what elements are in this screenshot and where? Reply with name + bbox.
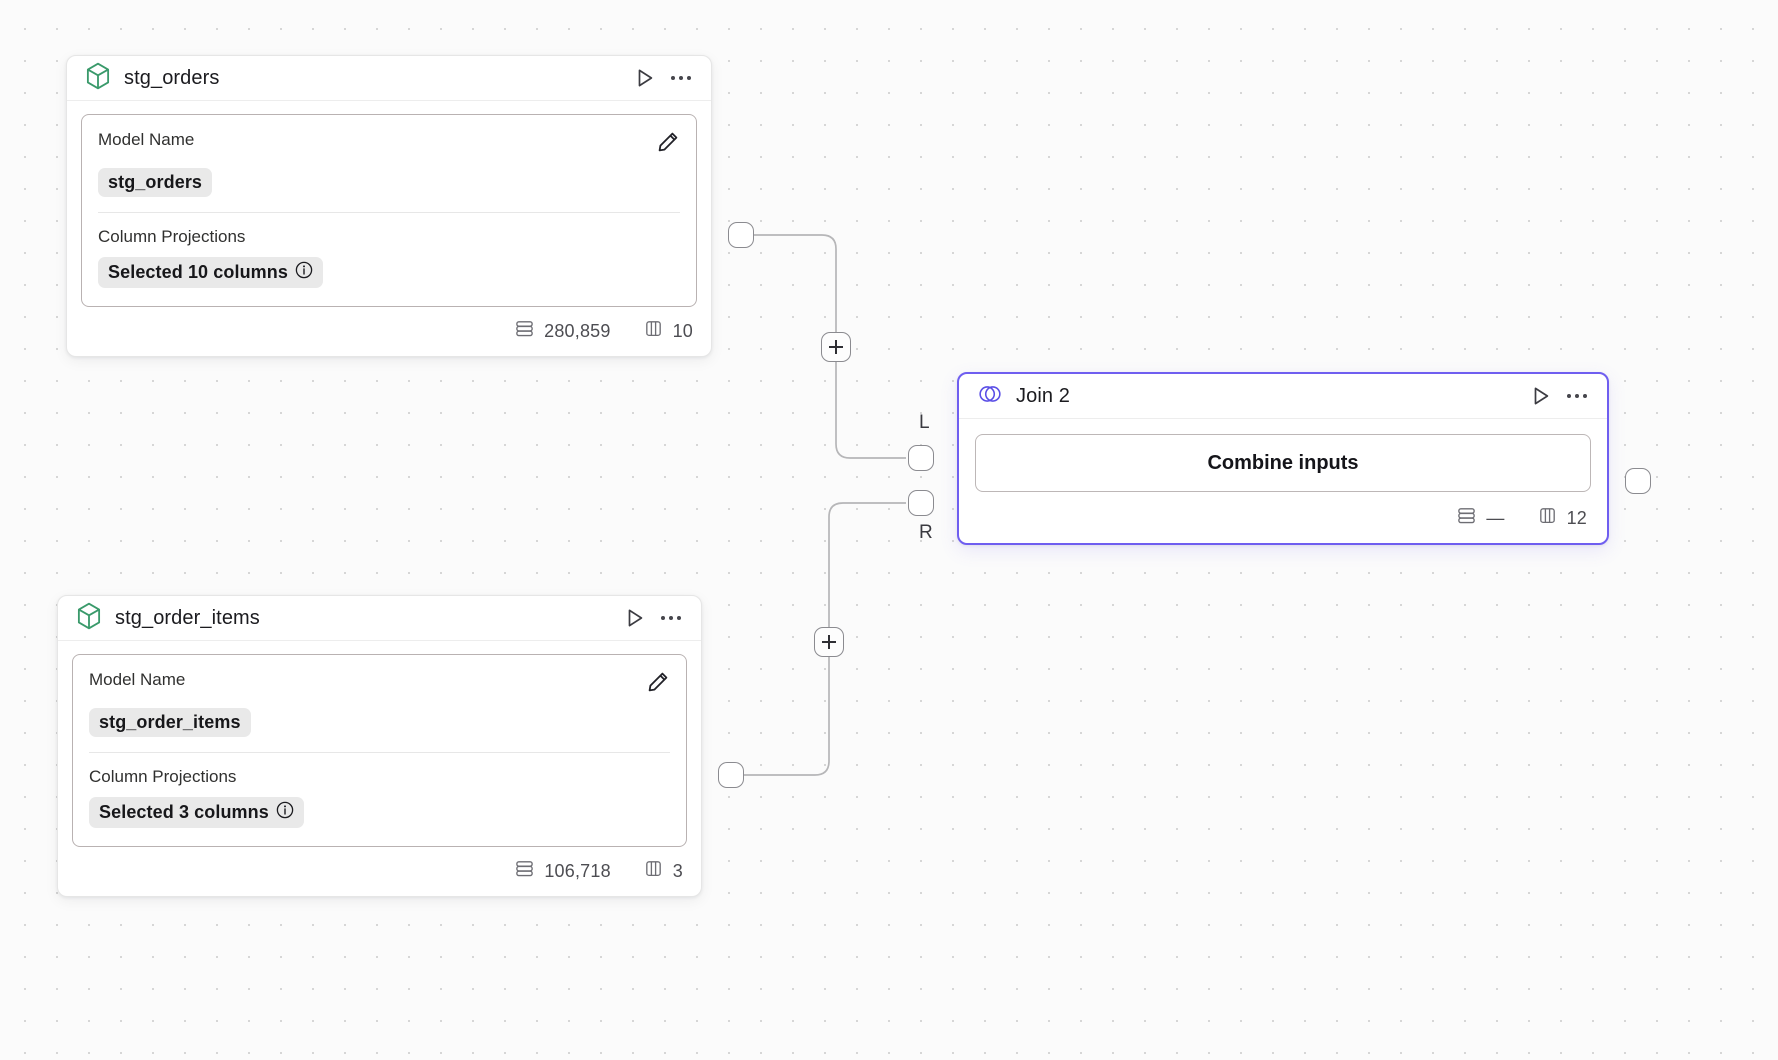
ellipsis-icon bbox=[1566, 393, 1588, 399]
rows-count: 280,859 bbox=[544, 320, 611, 341]
model-config-panel: Model Name stg_orders Column Projections… bbox=[81, 114, 697, 307]
column-projections-label: Column Projections bbox=[89, 767, 237, 786]
input-port-label-right: R bbox=[919, 522, 934, 543]
ellipsis-icon bbox=[660, 615, 682, 621]
rows-count: 106,718 bbox=[544, 860, 611, 881]
node-header: stg_orders bbox=[67, 56, 711, 101]
rows-icon bbox=[1456, 505, 1477, 531]
columns-count: 12 bbox=[1566, 507, 1587, 528]
node-stats: 280,859 10 bbox=[67, 307, 711, 356]
edit-pencil-icon[interactable] bbox=[646, 670, 670, 699]
node-stg-order-items[interactable]: stg_order_items Model Name bbox=[57, 595, 702, 897]
node-body: Model Name stg_orders Column Projections… bbox=[67, 101, 711, 307]
column-projections-value[interactable]: Selected 3 columns bbox=[89, 797, 304, 828]
rows-count: — bbox=[1486, 507, 1505, 528]
run-button[interactable] bbox=[1527, 382, 1555, 410]
columns-icon bbox=[1537, 505, 1558, 531]
node-header: Join 2 bbox=[959, 374, 1607, 419]
node-stats: — 12 bbox=[959, 492, 1607, 543]
add-node-button-lower-edge[interactable] bbox=[814, 627, 844, 657]
panel-divider bbox=[89, 752, 670, 753]
info-icon[interactable] bbox=[295, 261, 313, 284]
node-title: stg_order_items bbox=[115, 606, 260, 629]
cube-icon bbox=[85, 62, 111, 95]
input-port-left[interactable] bbox=[908, 445, 934, 471]
node-stg-orders[interactable]: stg_orders Model Name bbox=[66, 55, 712, 357]
columns-icon bbox=[643, 318, 664, 344]
add-node-button-upper-edge[interactable] bbox=[821, 332, 851, 362]
more-options-button[interactable] bbox=[657, 604, 685, 632]
output-port-join-2[interactable] bbox=[1625, 468, 1651, 494]
run-button[interactable] bbox=[621, 604, 649, 632]
model-name-value[interactable]: stg_order_items bbox=[89, 708, 251, 737]
model-name-label: Model Name bbox=[89, 670, 186, 689]
venn-icon bbox=[977, 383, 1003, 410]
columns-icon bbox=[643, 858, 664, 884]
edit-pencil-icon[interactable] bbox=[656, 130, 680, 159]
input-port-label-left: L bbox=[919, 412, 930, 433]
node-body: Model Name stg_order_items Column Projec… bbox=[58, 641, 701, 847]
panel-divider bbox=[98, 212, 680, 213]
rows-icon bbox=[514, 318, 535, 344]
model-name-value[interactable]: stg_orders bbox=[98, 168, 213, 197]
node-join-2[interactable]: Join 2 Combine inputs bbox=[957, 372, 1609, 545]
model-name-label: Model Name bbox=[98, 130, 195, 149]
node-header: stg_order_items bbox=[58, 596, 701, 641]
more-options-button[interactable] bbox=[667, 64, 695, 92]
combine-inputs-button[interactable]: Combine inputs bbox=[975, 434, 1591, 492]
ellipsis-icon bbox=[670, 75, 692, 81]
output-port-stg-order-items[interactable] bbox=[718, 762, 744, 788]
column-projections-label: Column Projections bbox=[98, 227, 246, 246]
node-stats: 106,718 3 bbox=[58, 847, 701, 896]
model-config-panel: Model Name stg_order_items Column Projec… bbox=[72, 654, 687, 847]
cube-icon bbox=[76, 602, 102, 635]
columns-count: 10 bbox=[672, 320, 693, 341]
node-title: Join 2 bbox=[1016, 384, 1070, 407]
node-body: Combine inputs bbox=[959, 419, 1607, 492]
columns-count: 3 bbox=[672, 860, 683, 881]
rows-icon bbox=[514, 858, 535, 884]
input-port-right[interactable] bbox=[908, 490, 934, 516]
node-title: stg_orders bbox=[124, 66, 220, 89]
run-button[interactable] bbox=[631, 64, 659, 92]
output-port-stg-orders[interactable] bbox=[728, 222, 754, 248]
info-icon[interactable] bbox=[276, 801, 294, 824]
column-projections-value[interactable]: Selected 10 columns bbox=[98, 257, 323, 288]
more-options-button[interactable] bbox=[1563, 382, 1591, 410]
